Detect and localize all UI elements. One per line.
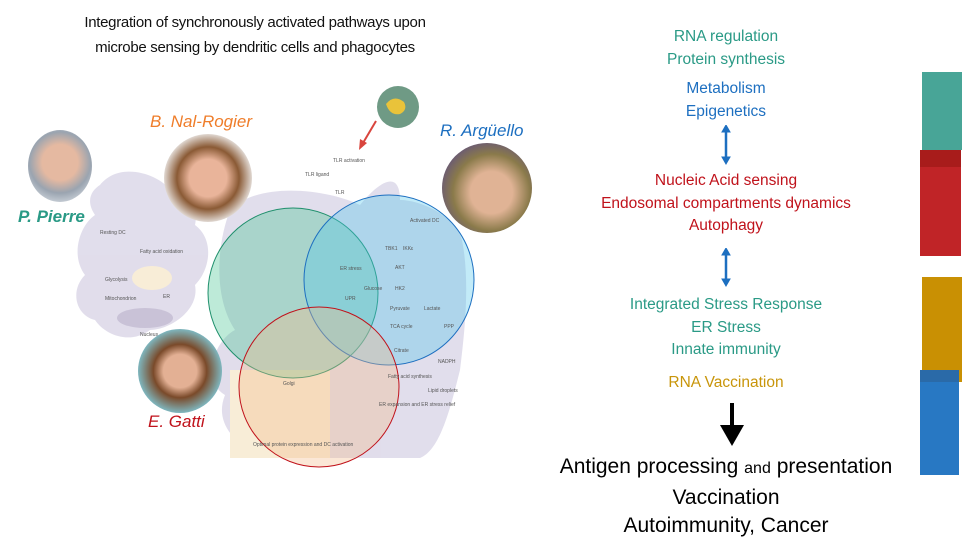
text-metabolism: Metabolism [686, 80, 766, 97]
venn-circle-green [207, 207, 379, 379]
cell-label: TBK1 [385, 246, 398, 252]
color-bar-blue [920, 370, 959, 475]
text-endosomal-dynamics: Endosomal compartments dynamics [601, 194, 851, 212]
text-rna-vaccination: RNA Vaccination [668, 374, 784, 391]
text-integrated-stress-response: Integrated Stress Response [629, 296, 823, 313]
group-stress: Integrated Stress Response ER Stress Inn… [540, 294, 912, 362]
cell-label: UPR [345, 296, 356, 302]
cell-label: AKT [395, 265, 405, 271]
group-sensing: Nucleic Acid sensing Endosomal compartme… [540, 170, 912, 238]
title-line-1: Integration of synchronously activated p… [84, 14, 426, 31]
text-autoimmunity-cancer: Autoimmunity, Cancer [623, 514, 829, 537]
avatar-e-gatti [138, 329, 222, 413]
text-nucleic-acid-sensing: Nucleic Acid sensing [654, 172, 798, 189]
avatar-b-nal-rogier [164, 134, 252, 222]
activated-dc-cell [211, 181, 467, 458]
cell-label: Optimal protein expression and DC activa… [253, 442, 354, 448]
cell-label: ER expansion and ER stress relief [379, 402, 456, 408]
name-p-pierre: P. Pierre [18, 207, 85, 226]
cell-label: Lipid droplets [428, 388, 458, 394]
cell-label: HK2 [395, 286, 405, 292]
cell-label: Glucose [364, 286, 383, 292]
double-arrow-icon [721, 125, 731, 166]
resting-dc-label: Resting DC [100, 230, 126, 236]
group-outcomes: Antigen processing and presentation Vacc… [520, 453, 932, 541]
cell-label: Mitochondrion [105, 296, 137, 302]
cell-label: ER [163, 294, 170, 300]
resting-dc-cell [76, 171, 209, 338]
cell-label: Citrate [394, 348, 409, 354]
name-r-arguello: R. Argüello [440, 121, 524, 140]
avatar-p-pierre [28, 130, 92, 202]
avatar-r-arguello [442, 143, 532, 233]
text-presentation: presentation [776, 455, 893, 478]
slide-title: Integration of synchronously activated p… [40, 10, 470, 60]
color-bar-overlap [920, 150, 961, 167]
cell-labels: Resting DC Fatty acid oxidation Glycolys… [100, 158, 458, 448]
tlr-label: TLR [335, 190, 345, 196]
text-antigen-processing: Antigen processing and presentation [520, 453, 932, 484]
text-vaccination: Vaccination [672, 485, 780, 509]
color-bar-gold [922, 277, 962, 382]
group-rna: RNA regulation Protein synthesis [540, 26, 912, 71]
red-arrow-icon [362, 120, 377, 144]
name-b-nal-rogier: B. Nal-Rogier [150, 112, 253, 131]
color-bar-red [920, 150, 961, 256]
text-er-stress: ER Stress [691, 318, 761, 336]
text-innate-immunity: Innate immunity [671, 341, 781, 358]
cell-label: Fatty acid synthesis [388, 374, 432, 380]
venn-circle-red [238, 306, 400, 468]
cell-label: NADPH [438, 359, 456, 365]
tlr-activation-label: TLR activation [333, 158, 365, 164]
text-epigenetics: Epigenetics [685, 102, 767, 120]
cell-label: ER stress [340, 266, 362, 272]
color-bar-teal [922, 72, 962, 150]
cell-label: PPP [444, 324, 455, 330]
text-rna-regulation: RNA regulation [673, 28, 779, 45]
cell-label: Nucleus [140, 332, 159, 338]
cell-label: Lactate [424, 306, 441, 312]
cell-label: TCA cycle [390, 324, 413, 330]
text-autophagy: Autophagy [688, 217, 764, 234]
text-and: and [744, 460, 771, 477]
tlr-ligand-label: TLR ligand [305, 172, 329, 178]
red-arrowhead [359, 139, 367, 150]
cell-label: Golgi [283, 381, 295, 387]
text-protein-synthesis: Protein synthesis [666, 50, 786, 68]
cell-label: Glycolysis [105, 277, 128, 283]
text-antigen: Antigen processing [559, 455, 739, 478]
color-bar-overlap [920, 370, 959, 382]
activated-dc-label: Activated DC [410, 218, 440, 224]
bacteria-shape [386, 98, 406, 115]
cell-venn-diagram: Resting DC Fatty acid oxidation Glycolys… [76, 86, 475, 468]
title-line-2: microbe sensing by dendritic cells and p… [95, 39, 415, 56]
cell-label: Pyruvate [390, 306, 410, 312]
cell-label: IKKε [403, 246, 414, 252]
double-arrow-icon [721, 248, 731, 288]
name-e-gatti: E. Gatti [148, 412, 205, 431]
down-arrow-icon [720, 403, 744, 446]
cell-label: Fatty acid oxidation [140, 249, 183, 255]
group-metabolism: Metabolism Epigenetics [540, 78, 912, 123]
venn-circle-blue [303, 194, 475, 366]
